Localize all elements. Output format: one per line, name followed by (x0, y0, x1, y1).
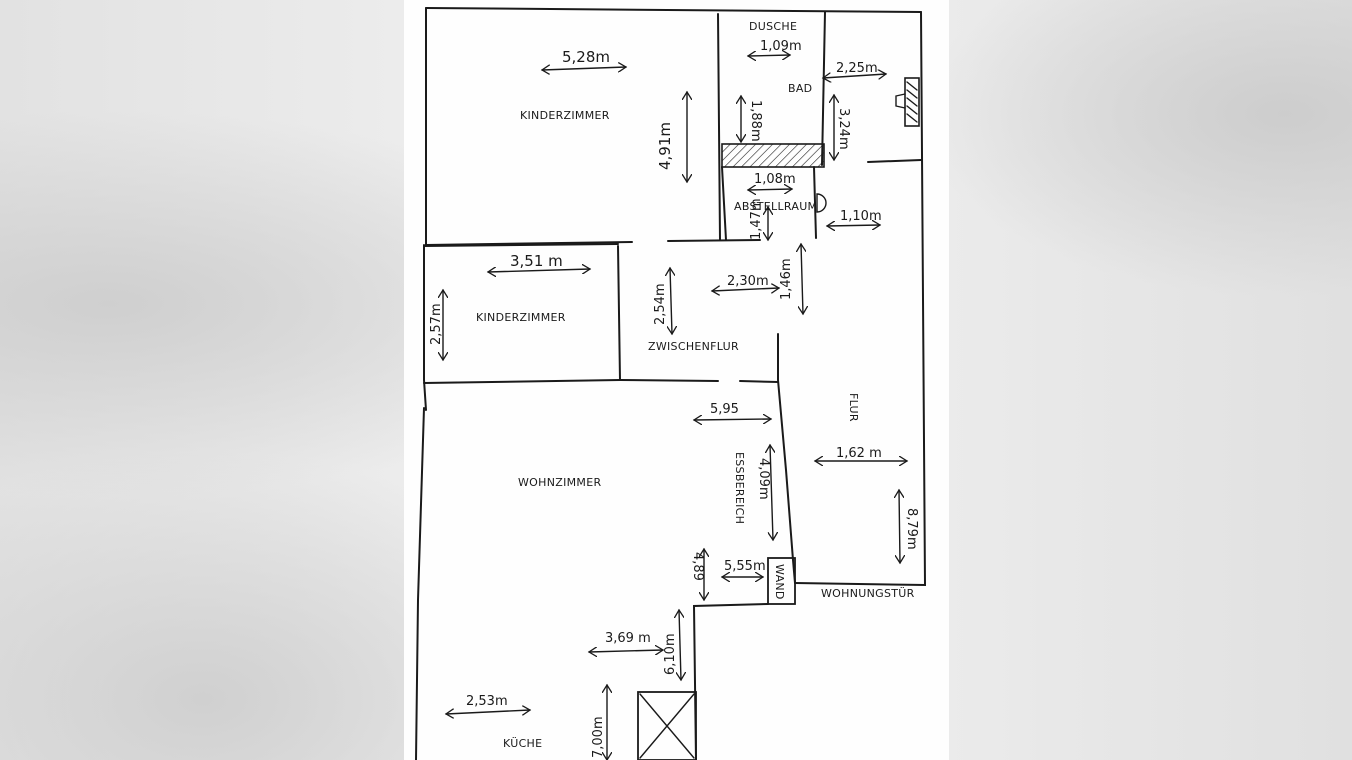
dim-kueche-upper-width: 3,69 m (605, 631, 651, 646)
wand-element (767, 557, 796, 605)
dim-dusche-width: 1,09m (760, 39, 802, 54)
bathtub-fixture (904, 77, 920, 127)
arrow-kueche-total-depth (679, 610, 681, 680)
arrow-kinderzimmer1-width (542, 67, 626, 70)
arrow-zwischenflur-depth (670, 268, 672, 334)
dim-bad-width: 2,25m (836, 61, 878, 76)
dim-flur-width: 1,62 m (836, 446, 882, 461)
arrow-kinderzimmer2-width (488, 269, 590, 272)
bathtub-hatch (906, 81, 918, 123)
label-abstellraum: ABSTELLRAUM (734, 200, 817, 213)
dim-flur-depth: 8,79m (904, 508, 919, 550)
arrow-kueche-width (446, 710, 530, 714)
dim-wohnzimmer-width: 5,95 (710, 402, 739, 417)
label-bad: BAD (788, 82, 812, 95)
wall-zwischenflur-bottom (619, 379, 719, 382)
arrow-flur-upper-width (827, 225, 880, 226)
dim-zwischenflur-depth: 2,54m (653, 283, 668, 325)
dim-kinderzimmer1-width: 5,28m (562, 48, 610, 66)
wall-zwischenflur-bottom-2 (739, 380, 779, 383)
dimension-arrows (443, 55, 907, 760)
outer-wall-top (425, 7, 922, 13)
arrow-essbereich-depth (770, 445, 773, 540)
dim-essbereich-depth: 4,09m (756, 458, 771, 500)
dim-dusche-depth: 1,88m (748, 100, 763, 142)
arrow-zwischenflur-width (712, 288, 779, 291)
dimension-labels: 5,28m 4,91m 1,09m 1,88m 2,25m 3,24m 1,08… (429, 39, 919, 758)
dim-kueche-depth: 7,00m (591, 716, 606, 758)
arrow-bad-width (823, 74, 886, 78)
arrow-wohnzimmer-width (694, 419, 771, 420)
outer-wall-right (794, 11, 927, 587)
wall-kinderzimmer2-top (423, 243, 619, 247)
room-labels: KINDERZIMMER DUSCHE BAD ABSTELLRAUM KIND… (476, 20, 915, 750)
abstellraum-door-swing (816, 193, 827, 213)
wall-kinderzimmer1-bottom (425, 241, 633, 246)
outer-wall-left-mid (423, 244, 427, 411)
arrow-kueche-upper-width (589, 650, 663, 652)
kitchen-unit (637, 691, 697, 760)
label-wand: WAND (773, 564, 786, 600)
arrow-dusche-width (748, 55, 790, 56)
dim-wand-offset-depth: 4,89 (690, 552, 705, 581)
dim-wand-offset-width: 5,55m (724, 559, 766, 574)
dim-zwischenflur-height: 1,46m (779, 258, 794, 300)
label-zwischenflur: ZWISCHENFLUR (648, 340, 739, 353)
label-flur: FLUR (847, 393, 860, 422)
hatched-wall (721, 143, 825, 168)
label-dusche: DUSCHE (749, 20, 797, 33)
dim-flur-upper-width: 1,10m (840, 209, 882, 224)
wall-dusche-bad (821, 11, 826, 166)
label-wohnzimmer: WOHNZIMMER (518, 476, 601, 489)
dim-abstellraum-depth: 1,47m (749, 198, 764, 240)
label-kinderzimmer-1: KINDERZIMMER (520, 109, 610, 122)
dim-kinderzimmer1-depth: 4,91m (656, 122, 674, 170)
kitchen-unit-cross (639, 693, 695, 759)
label-essbereich: ESSBEREICH (733, 452, 746, 524)
label-kueche: KÜCHE (503, 737, 542, 750)
sink-fixture (895, 93, 906, 109)
dim-kueche-total-depth: 6,10m (663, 633, 678, 675)
dim-kinderzimmer2-width: 3,51 m (510, 252, 563, 270)
wall-hall-upper (667, 239, 761, 242)
dim-bad-depth: 3,24m (836, 108, 851, 150)
wall-abstellraum-left (721, 166, 727, 241)
outer-wall-left-lower (415, 407, 425, 760)
wall-flur-left (777, 333, 796, 584)
dim-zwischenflur-width: 2,30m (727, 274, 769, 289)
label-wohnungstuer: WOHNUNGSTÜR (821, 587, 915, 600)
wall-kinderzimmer2-bottom (423, 379, 621, 384)
wall-kinderzimmer1-right (717, 13, 721, 241)
dim-kueche-width: 2,53m (466, 694, 508, 709)
wall-abstellraum-right (813, 166, 817, 239)
dim-abstellraum-width: 1,08m (754, 172, 796, 187)
arrow-abstellraum-width (748, 189, 792, 190)
dim-kinderzimmer2-depth: 2,57m (429, 303, 444, 345)
walls (415, 7, 927, 760)
arrow-zwischenflur-height (801, 244, 803, 314)
label-kinderzimmer-2: KINDERZIMMER (476, 311, 566, 324)
wall-kinderzimmer2-right (617, 245, 621, 381)
wall-step (692, 603, 769, 760)
arrow-flur-depth (899, 490, 900, 563)
wall-bad-bottom (867, 159, 922, 163)
